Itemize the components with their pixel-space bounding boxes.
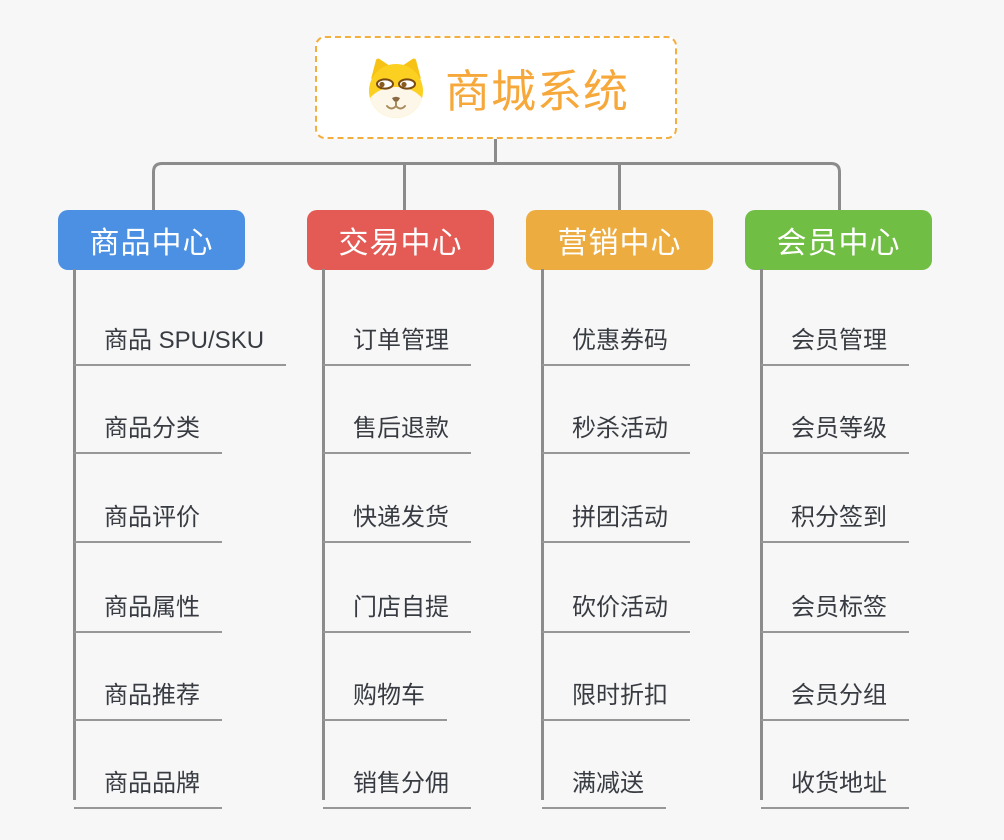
child-node[interactable]: 售后退款 [323,395,471,454]
child-node[interactable]: 会员管理 [761,307,909,366]
child-node[interactable]: 商品推荐 [74,662,222,721]
child-node[interactable]: 商品分类 [74,395,222,454]
branch-label: 商品中心 [89,227,214,260]
child-node[interactable]: 会员分组 [761,662,909,721]
branch-node-trade-center[interactable]: 交易中心 [307,210,494,270]
branch-label: 会员中心 [776,227,901,260]
root-node[interactable]: 商城系统 [315,36,677,139]
branch-children-product-center: 商品 SPU/SKU 商品分类 商品评价 商品属性 商品推荐 商品品牌 [73,269,323,809]
branch-node-marketing-center[interactable]: 营销中心 [526,210,713,270]
branch-children-marketing-center: 优惠券码 秒杀活动 拼团活动 砍价活动 限时折扣 满减送 [541,269,791,809]
branch-children-trade-center: 订单管理 售后退款 快递发货 门店自提 购物车 销售分佣 [322,269,572,809]
child-node[interactable]: 积分签到 [761,484,909,543]
child-node[interactable]: 商品品牌 [74,750,222,809]
trunk-line [760,269,763,800]
trunk-line [541,269,544,800]
child-node[interactable]: 门店自提 [323,574,471,633]
branch-children-member-center: 会员管理 会员等级 积分签到 会员标签 会员分组 收货地址 [760,269,1004,809]
branch-label: 营销中心 [557,227,682,260]
child-node[interactable]: 会员标签 [761,574,909,633]
doge-icon [368,57,423,118]
child-node[interactable]: 收货地址 [761,750,909,809]
child-node[interactable]: 订单管理 [323,307,471,366]
child-node[interactable]: 商品属性 [74,574,222,633]
child-node[interactable]: 会员等级 [761,395,909,454]
child-node[interactable]: 商品 SPU/SKU [74,307,287,366]
child-node[interactable]: 优惠券码 [542,307,690,366]
trunk-line [322,269,325,800]
child-node[interactable]: 购物车 [323,662,447,721]
root-title: 商城系统 [444,66,629,117]
child-node[interactable]: 砍价活动 [542,574,690,633]
trunk-line [73,269,76,800]
branch-node-member-center[interactable]: 会员中心 [745,210,932,270]
child-node[interactable]: 秒杀活动 [542,395,690,454]
child-node[interactable]: 满减送 [542,750,666,809]
child-node[interactable]: 商品评价 [74,484,222,543]
branch-node-product-center[interactable]: 商品中心 [58,210,245,270]
child-node[interactable]: 拼团活动 [542,484,690,543]
branch-label: 交易中心 [338,227,463,260]
child-node[interactable]: 销售分佣 [323,750,471,809]
child-node[interactable]: 限时折扣 [542,662,690,721]
child-node[interactable]: 快递发货 [323,484,471,543]
